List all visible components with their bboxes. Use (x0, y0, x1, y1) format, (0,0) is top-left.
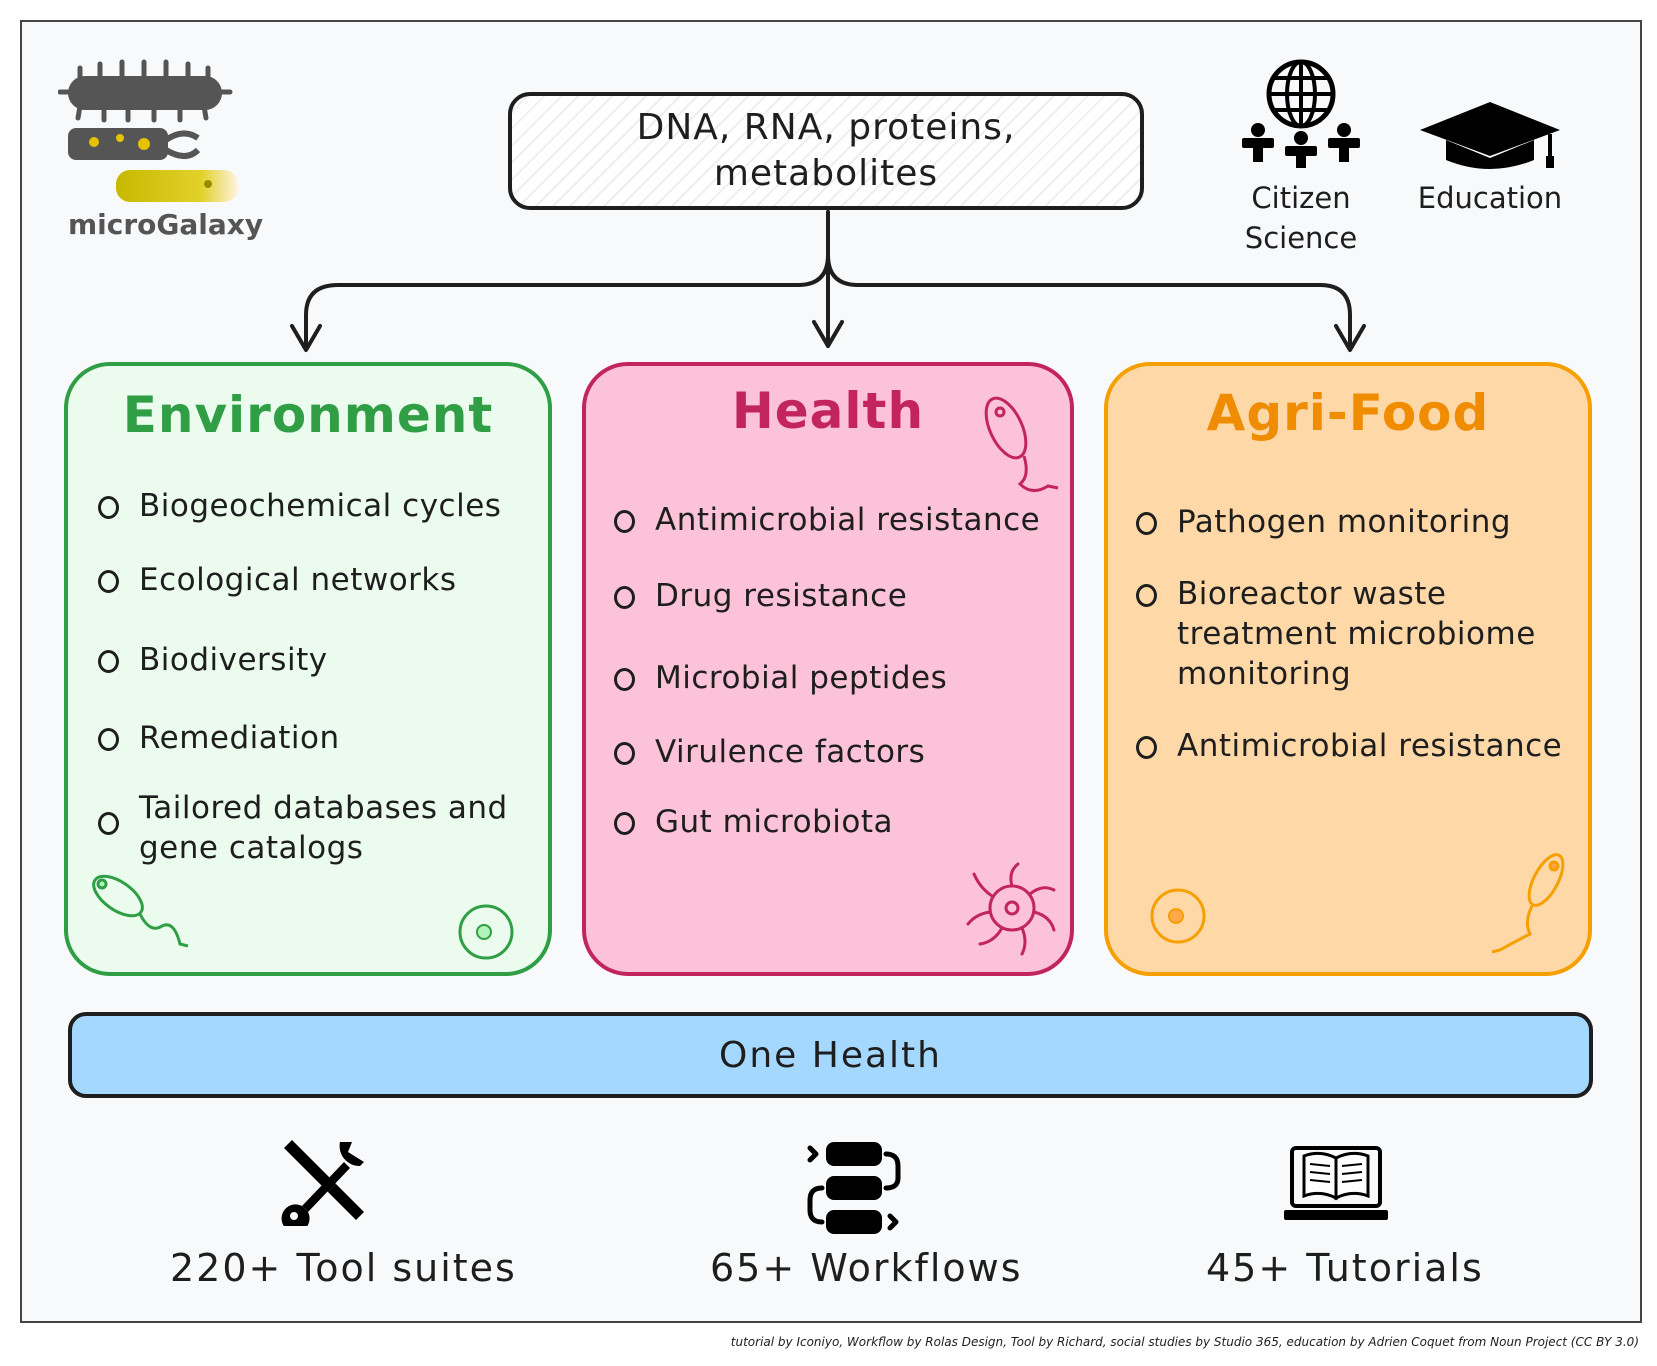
laptop-book-icon (1284, 1146, 1388, 1220)
citizen-label-2: Science (1244, 221, 1358, 255)
bullet-icon (614, 812, 635, 835)
health-panel: Health Antimicrobial resistance Drug res… (582, 362, 1074, 976)
bullet-icon (98, 728, 119, 751)
icon-credits: tutorial by Iconiyo, Workflow by Rolas D… (730, 1335, 1639, 1349)
bullet-icon (98, 496, 119, 519)
citizen-science: Citizen Science (1236, 58, 1366, 258)
list-item: Ecological networks (98, 560, 457, 600)
agrifood-panel: Agri-Food Pathogen monitoring Bioreactor… (1104, 362, 1592, 976)
bullet-icon (98, 650, 119, 673)
top-box-line-2: metabolites (713, 153, 939, 194)
one-health-label: One Health (719, 1034, 942, 1076)
bullet-icon (614, 510, 635, 533)
bullet-icon (98, 570, 119, 593)
top-box-line-1: DNA, RNA, proteins, (636, 107, 1016, 148)
education-label: Education (1417, 181, 1563, 215)
list-item: Pathogen monitoring (1136, 502, 1511, 542)
bacterium-icon (92, 874, 189, 948)
bullet-icon (614, 742, 635, 765)
input-molecules-box: DNA, RNA, proteins, metabolites (508, 92, 1144, 210)
workflows-stat: 65+ Workflows (710, 1246, 1023, 1290)
tutorials-stat: 45+ Tutorials (1206, 1246, 1484, 1290)
list-item: Biogeochemical cycles (98, 486, 501, 526)
education: Education (1400, 96, 1580, 218)
list-item: Drug resistance (614, 576, 907, 616)
list-item: Remediation (98, 718, 340, 758)
list-item: Antimicrobial resistance (1136, 726, 1562, 766)
list-item: Biodiversity (98, 640, 328, 680)
workflow-icon (807, 1142, 901, 1234)
graduation-cap-icon (1420, 102, 1560, 169)
microgalaxy-logo: microGalaxy (57, 58, 268, 258)
logo-text: microGalaxy (68, 208, 264, 241)
health-title: Health (731, 382, 925, 440)
flagellate-icon (984, 396, 1059, 492)
cell-icon (1150, 888, 1206, 944)
bullet-icon (614, 668, 635, 691)
environment-panel: Environment Biogeochemical cycles Ecolog… (64, 362, 552, 976)
list-item: Gut microbiota (614, 802, 893, 842)
bullet-icon (614, 586, 635, 609)
cell-icon (458, 904, 514, 960)
tool-suites-stat: 220+ Tool suites (170, 1246, 517, 1290)
tools-icon (281, 1140, 364, 1226)
bullet-icon (1136, 584, 1157, 607)
bullet-icon (98, 812, 119, 835)
globe-people-icon (1242, 59, 1360, 168)
environment-title: Environment (122, 386, 494, 444)
list-item: Microbial peptides (614, 658, 947, 698)
microbe-logo-icon (57, 59, 238, 202)
citizen-label-1: Citizen (1251, 181, 1351, 215)
list-item: Virulence factors (614, 732, 925, 772)
sperm-bacterium-icon (1491, 853, 1565, 954)
bullet-icon (1136, 736, 1157, 759)
one-health-bar: One Health (68, 1012, 1593, 1098)
agrifood-title: Agri-Food (1206, 384, 1490, 442)
bullet-icon (1136, 512, 1157, 535)
virus-icon (966, 862, 1056, 956)
connector-arrows (290, 210, 1366, 352)
list-item: Antimicrobial resistance (614, 500, 1040, 540)
